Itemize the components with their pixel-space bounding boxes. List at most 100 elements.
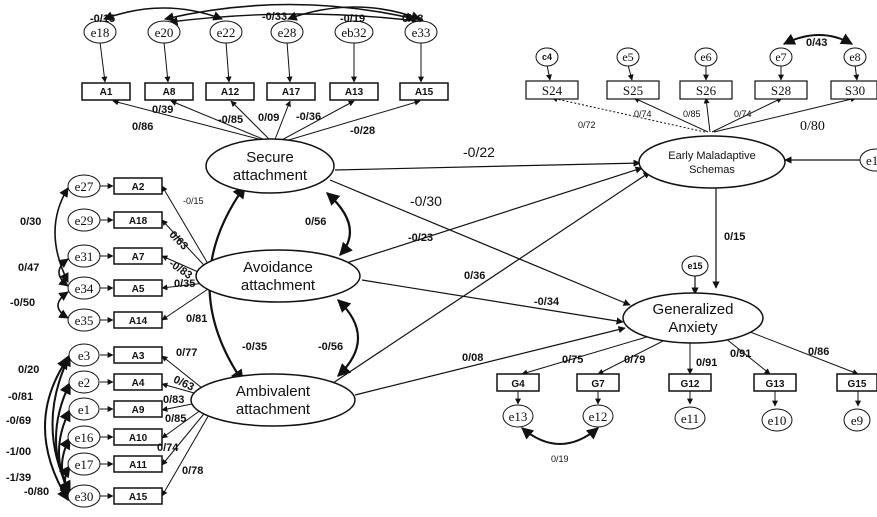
- path-secure-anx: [329, 179, 631, 306]
- loading-label: -0/36: [296, 111, 321, 123]
- item-label: A13: [345, 87, 364, 98]
- item-box: A5: [113, 279, 163, 297]
- error-node: e22: [209, 20, 243, 44]
- item-label: G12: [681, 379, 700, 390]
- path-label: 0/15: [724, 231, 745, 243]
- covariance-label: -0/69: [6, 415, 31, 427]
- error-label: e27: [75, 179, 94, 194]
- error-label: e5: [622, 50, 633, 64]
- item-box: A2: [113, 177, 163, 195]
- loading-label: 0/78: [182, 465, 203, 477]
- secure-labels: 0/86 0/39 -0/85 0/09 -0/36 -0/28 -0/15 -…: [90, 11, 423, 137]
- item-label: S26: [696, 83, 717, 98]
- loading-label: -0/85: [218, 114, 243, 126]
- error-label: e2: [78, 375, 90, 390]
- path-amb-ems: [329, 171, 651, 386]
- loading-label: -0/28: [350, 125, 375, 137]
- item-box: G7: [576, 373, 620, 392]
- loading-label: 0/39: [152, 104, 173, 116]
- error-label: eb32: [341, 25, 366, 40]
- error-label: e28: [278, 25, 297, 40]
- anx-labels: 0/75 0/79 0/91 0/91 0/86 0/19: [551, 346, 829, 464]
- item-label: A17: [282, 87, 301, 98]
- error-label: e20: [155, 25, 174, 40]
- item-box: G12: [668, 373, 712, 392]
- error-label: e15: [687, 261, 702, 271]
- error-label: e16: [75, 430, 94, 445]
- secure-errors: e18 e20 e22 e28 eb32 e33: [83, 20, 438, 44]
- latent-ambivalent: Ambivalent attachment: [190, 373, 356, 427]
- loading-label: 0/85: [683, 109, 701, 119]
- error-node: e33: [404, 20, 438, 44]
- item-label: A3: [132, 351, 145, 362]
- item-box: A7: [113, 247, 163, 265]
- path-label: -0/34: [534, 296, 560, 308]
- item-box: G15: [836, 373, 877, 392]
- item-box: S26: [679, 80, 733, 100]
- item-label: G15: [848, 379, 867, 390]
- error-node: e17: [67, 452, 101, 476]
- error-label: e31: [75, 249, 94, 264]
- error-label: e11: [681, 411, 699, 426]
- covariance-label: 0/20: [18, 364, 39, 376]
- error-node: e20: [147, 20, 181, 44]
- covariance-label: -0/35: [242, 341, 267, 353]
- error-label: e10: [768, 413, 787, 428]
- item-label: A15: [415, 87, 434, 98]
- path-label: -0/23: [408, 232, 433, 244]
- anx-items: G4 G7 G12 G13 G15: [496, 373, 877, 392]
- item-box: A9: [113, 400, 163, 418]
- error-label: e12: [589, 409, 608, 424]
- loading-label: 0/63: [167, 229, 191, 253]
- cov-avoid-amb: [337, 299, 360, 377]
- item-label: A1: [100, 87, 113, 98]
- item-label: A4: [132, 378, 145, 389]
- covariance-label: 0/47: [18, 262, 39, 274]
- item-box: A4: [113, 373, 163, 391]
- ems-measurement: [545, 33, 860, 133]
- error-label: c4: [542, 52, 552, 62]
- error-node: e3: [68, 343, 100, 367]
- latent-label: Generalized: [653, 301, 734, 318]
- anx-errors: e13 e12 e11 e10 e9: [502, 404, 871, 432]
- error-label: e35: [75, 313, 94, 328]
- item-label: A12: [221, 87, 240, 98]
- error-node: e34: [67, 276, 101, 300]
- item-box: A1: [81, 82, 131, 101]
- error-label: e6: [700, 50, 711, 64]
- path-label: -0/30: [410, 193, 442, 209]
- path-label: -0/22: [463, 144, 495, 160]
- cov-secure-avoid: [326, 192, 353, 256]
- error-label: e13: [509, 409, 528, 424]
- covariance-label: -0/81: [8, 391, 33, 403]
- latent-label: Ambivalent: [236, 383, 311, 400]
- item-box: S28: [754, 80, 808, 100]
- loading-label: 0/86: [808, 346, 829, 358]
- error-node: e8: [843, 47, 867, 67]
- covariance-label: -0/50: [10, 297, 35, 309]
- covariance-label: 0/56: [305, 216, 326, 228]
- anx-measurement: [515, 329, 861, 445]
- disturbance-anx: e15: [681, 255, 709, 277]
- error-node: e18: [83, 20, 117, 44]
- ems-labels: 0/72 0/74 0/85 0/74 0/80 0/43: [578, 37, 827, 134]
- item-label: G4: [511, 379, 525, 390]
- error-label: e22: [217, 25, 236, 40]
- covariance-label: -1/00: [6, 446, 31, 458]
- item-box: A18: [113, 211, 163, 229]
- amb-errors: e3 e2 e1 e16 e17 e30: [67, 343, 101, 508]
- secure-items: A1 A8 A12 A17 A13 A15: [81, 82, 449, 101]
- item-box: A12: [205, 82, 255, 101]
- ems-items: S24 S25 S26 S28 S30: [525, 80, 877, 100]
- error-node: e2: [68, 370, 100, 394]
- latent-label: attachment: [241, 277, 316, 294]
- error-label: e1: [78, 402, 90, 417]
- loading-label: 0/74: [157, 442, 179, 454]
- error-node: e16: [67, 425, 101, 449]
- item-label: S24: [542, 83, 563, 98]
- item-box: A13: [329, 82, 379, 101]
- item-box: A3: [113, 346, 163, 364]
- loading-label: -0/15: [183, 196, 204, 206]
- covariance-label: 0/19: [551, 454, 569, 464]
